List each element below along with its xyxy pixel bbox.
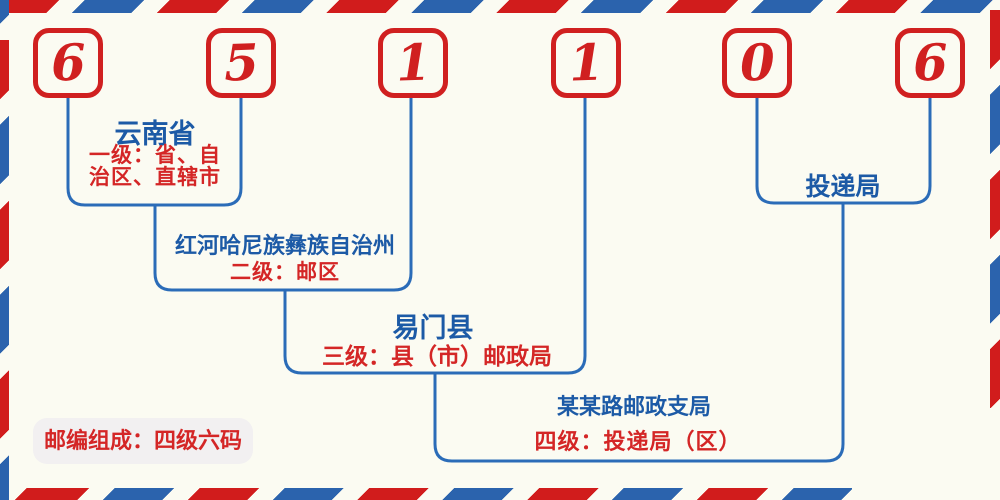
postal-digit-2: 5	[222, 32, 260, 93]
level1-desc-line1: 一级：省、自	[89, 144, 221, 167]
level1-desc-line2: 治区、直辖市	[89, 166, 221, 189]
level4-region-name: 某某路邮政支局	[556, 394, 712, 419]
level2-bracket-line	[153, 97, 413, 292]
postal-digit-6: 6	[911, 32, 949, 93]
postal-digit-3: 1	[394, 32, 432, 93]
level3-description: 三级：县（市）邮政局	[322, 343, 552, 369]
digit-box-3: 1	[378, 28, 448, 98]
digit-box-4: 1	[551, 28, 621, 98]
level1-description: 一级：省、自 治区、直辖市	[89, 145, 221, 189]
level1-region-name: 云南省	[114, 119, 196, 149]
composition-label: 邮编组成：四级六码	[33, 418, 253, 464]
digit-box-1: 6	[33, 28, 103, 98]
airmail-stripe-right	[990, 0, 1000, 408]
level4-description: 四级：投递局（区）	[534, 429, 742, 454]
level2-description: 二级：邮区	[230, 261, 340, 284]
airmail-stripe-top	[0, 0, 1000, 13]
digit-box-6: 6	[895, 28, 965, 98]
airmail-stripe-bottom	[0, 488, 852, 500]
level4-bracket-line	[433, 203, 845, 463]
level3-region-name: 易门县	[392, 313, 474, 343]
digit-box-5: 0	[722, 28, 792, 98]
delivery-bracket-line	[755, 97, 932, 205]
postal-digit-1: 6	[49, 32, 87, 93]
postal-digit-4: 1	[567, 32, 605, 93]
postal-digit-5: 0	[738, 32, 776, 93]
delivery-office-label: 投递局	[805, 173, 881, 201]
airmail-stripe-left	[0, 0, 9, 500]
digit-box-2: 5	[206, 28, 276, 98]
level2-region-name: 红河哈尼族彝族自治州	[174, 233, 396, 258]
